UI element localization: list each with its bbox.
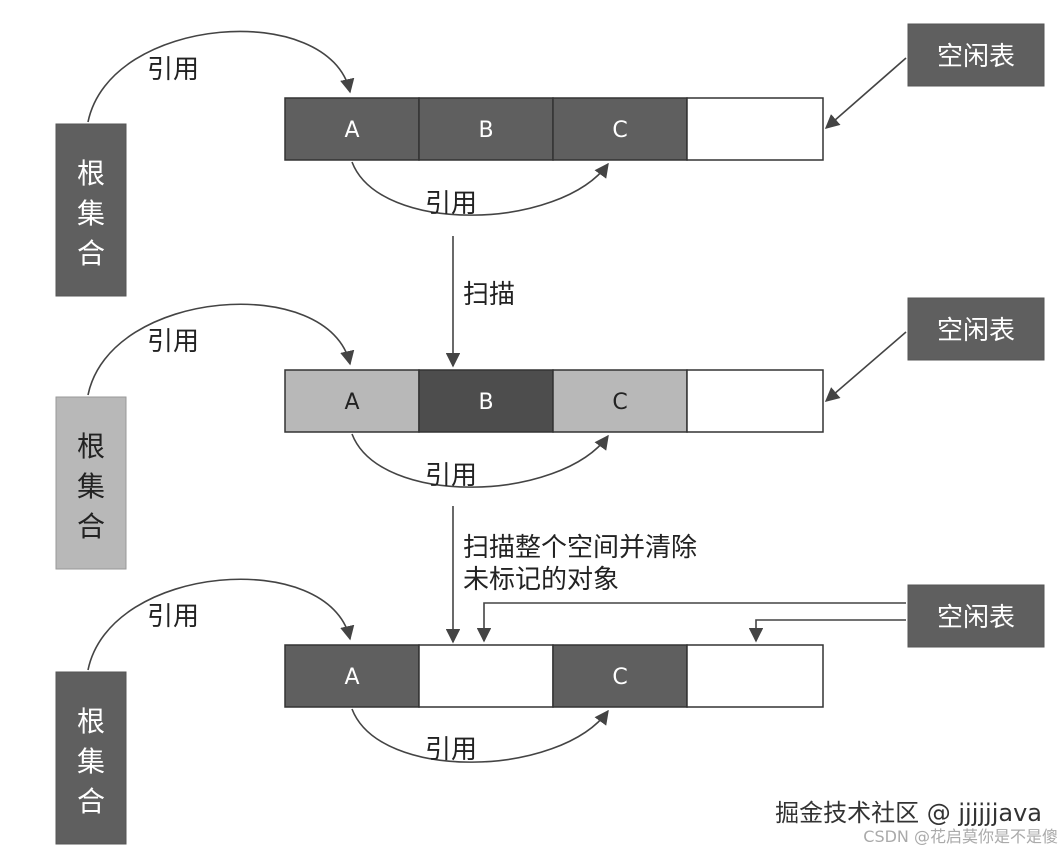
free-list-box-3: 空闲表	[907, 584, 1045, 648]
free-list-box-2: 空闲表	[907, 297, 1045, 361]
cell-b-label: B	[478, 118, 493, 143]
inner-reference-label-1: 引用	[425, 189, 477, 219]
memory-cell	[418, 644, 554, 708]
root-reference-arrow-1	[87, 30, 355, 123]
root-set-char: 根	[77, 157, 105, 190]
row-1: 根 集 合 A B C 引用 引用 空闲表	[55, 23, 1045, 297]
root-reference-label-3: 引用	[147, 602, 199, 632]
root-set-char: 合	[77, 785, 105, 818]
inner-reference-label-2: 引用	[425, 461, 477, 491]
root-set-char: 合	[77, 237, 105, 270]
root-set-box-3: 根 集 合	[55, 671, 127, 845]
memory-block-1: A B C	[284, 97, 824, 161]
cell-c-label: C	[612, 390, 627, 415]
free-list-arrow-2	[824, 331, 907, 402]
cell-a-label: A	[344, 118, 359, 143]
root-set-char: 集	[77, 470, 105, 503]
root-set-box-2: 根 集 合	[55, 396, 127, 570]
svg-text:空闲表: 空闲表	[937, 42, 1015, 72]
free-list-link-line-2	[748, 619, 906, 643]
watermark-main: 掘金技术社区 @ jjjjjjava	[775, 799, 1042, 827]
row-3: 根 集 合 A C 引用 引用 空闲表	[55, 578, 1045, 845]
memory-cell	[418, 97, 554, 161]
root-reference-label-1: 引用	[147, 55, 199, 85]
root-set-char: 集	[77, 745, 105, 778]
memory-cell	[686, 644, 824, 708]
inner-reference-arrow-2	[351, 433, 609, 488]
root-reference-arrow-3	[87, 578, 355, 671]
sweep-label-line2: 未标记的对象	[463, 565, 619, 595]
svg-text:空闲表: 空闲表	[937, 603, 1015, 633]
memory-cell	[686, 369, 824, 433]
inner-reference-label-3: 引用	[425, 735, 477, 765]
memory-block-3: A C	[284, 644, 824, 708]
inner-reference-arrow-3	[351, 708, 609, 763]
inner-reference-arrow-1	[351, 161, 609, 216]
memory-cell	[552, 644, 688, 708]
row-2: 根 集 合 A B C 引用 引用 空闲表	[55, 297, 1045, 570]
memory-cell	[418, 369, 554, 433]
memory-cell	[284, 369, 420, 433]
root-set-char: 根	[77, 430, 105, 463]
free-list-arrow-1	[824, 57, 907, 129]
root-reference-arrow-2	[87, 303, 355, 396]
watermark-sub: CSDN @花启莫你是不是傻	[863, 827, 1058, 846]
sweep-label-line1: 扫描整个空间并清除	[463, 533, 697, 563]
cell-b-label: B	[478, 390, 493, 415]
cell-c-label: C	[612, 118, 627, 143]
memory-block-2: A B C	[284, 369, 824, 433]
free-list-box-1: 空闲表	[907, 23, 1045, 87]
root-set-box-1: 根 集 合	[55, 123, 127, 297]
root-set-char: 集	[77, 197, 105, 230]
memory-cell	[284, 97, 420, 161]
svg-text:空闲表: 空闲表	[937, 316, 1015, 346]
memory-cell	[686, 97, 824, 161]
root-set-char: 根	[77, 705, 105, 738]
free-list-link-line	[476, 602, 906, 643]
cell-a-label: A	[344, 390, 359, 415]
scan-label: 扫描	[463, 280, 515, 310]
cell-c-label: C	[612, 665, 627, 690]
memory-cell	[552, 369, 688, 433]
root-reference-label-2: 引用	[147, 327, 199, 357]
cell-a-label: A	[344, 665, 359, 690]
root-set-char: 合	[77, 510, 105, 543]
